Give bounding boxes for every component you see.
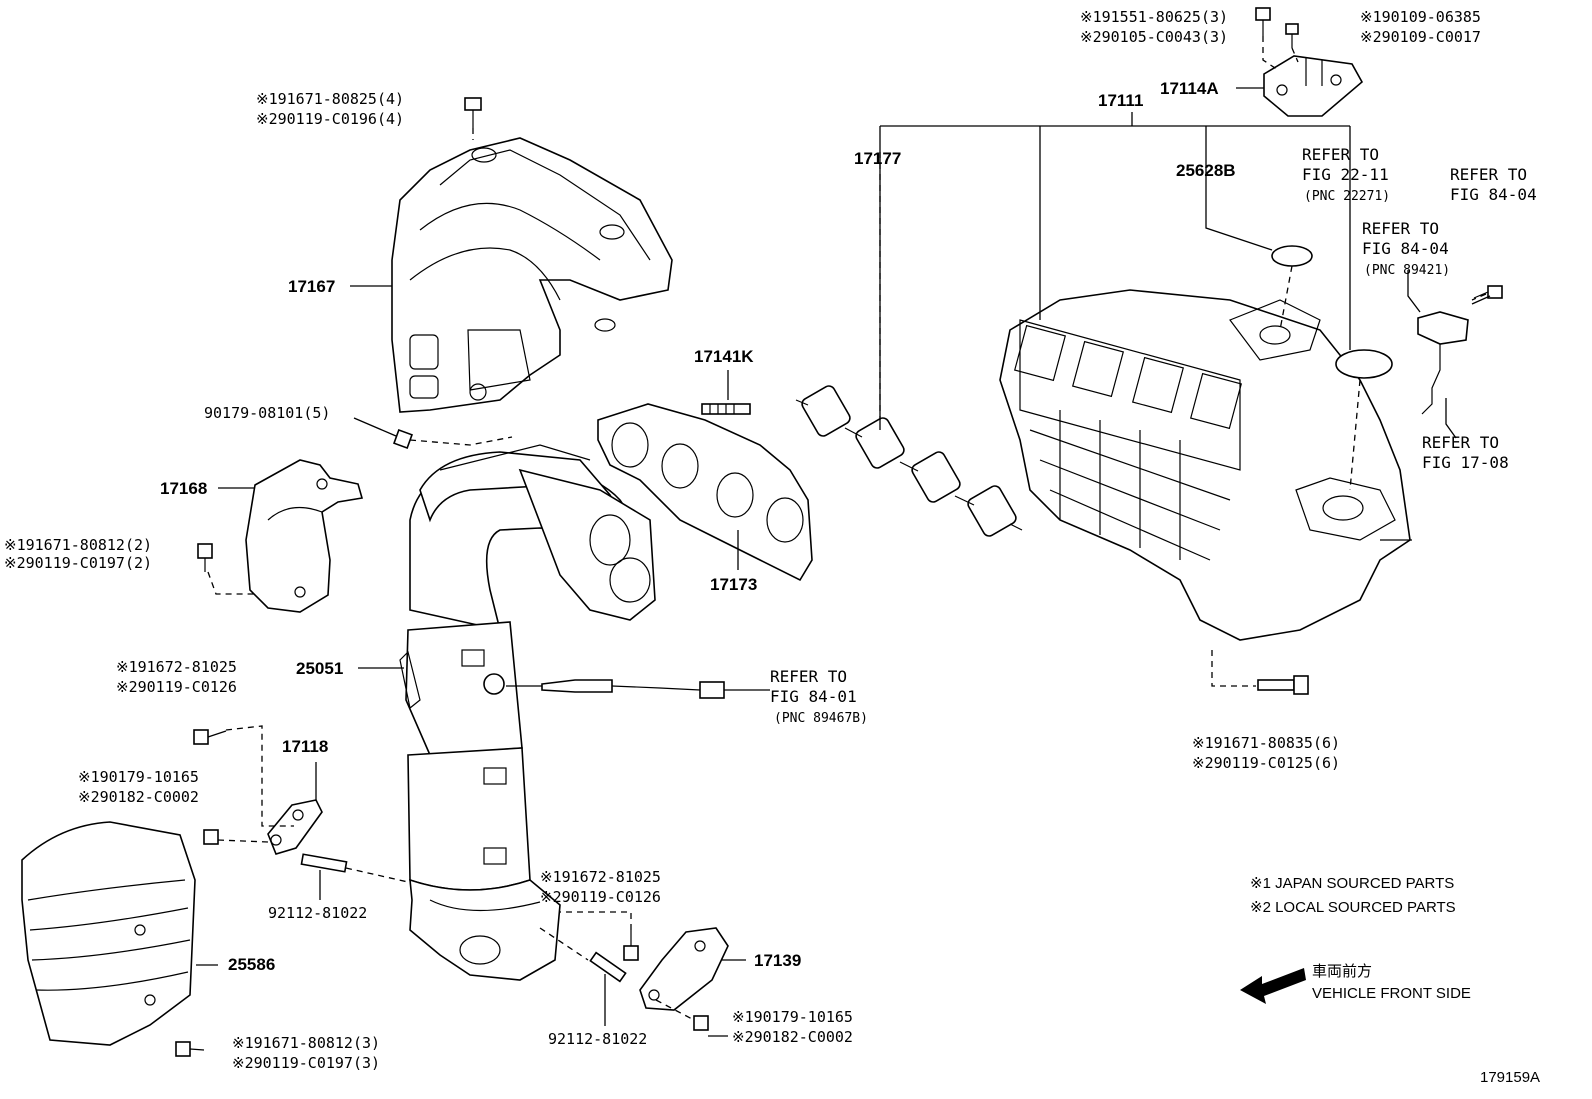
fastener-label: ※191551-80625(3) bbox=[1080, 8, 1228, 26]
fastener-label: ※290119-C0197(2) bbox=[4, 554, 152, 572]
part-number-17168: 17168 bbox=[160, 479, 207, 498]
refer-to-label: REFER TO bbox=[1450, 165, 1527, 184]
fastener-label: ※290182-C0002 bbox=[732, 1028, 853, 1046]
figure-id: 179159A bbox=[1480, 1069, 1540, 1086]
part-number-17167: 17167 bbox=[288, 277, 335, 296]
stud-92112-81022[interactable] bbox=[589, 951, 627, 983]
stud-92112-81022[interactable] bbox=[300, 853, 348, 873]
refer-to-label: FIG 17-08 bbox=[1422, 453, 1509, 472]
fastener-label: ※290119-C0196(4) bbox=[256, 110, 404, 128]
part-number-25628b: 25628B bbox=[1176, 161, 1236, 180]
part-number-25586: 25586 bbox=[228, 955, 275, 974]
part-number-17118: 17118 bbox=[282, 737, 328, 756]
fastener-label: ※191672-81025 bbox=[540, 868, 661, 886]
fastener-label: ※290119-C0197(3) bbox=[232, 1054, 380, 1072]
refer-to-label: FIG 84-04 bbox=[1362, 239, 1449, 258]
fastener-label: ※191672-81025 bbox=[116, 658, 237, 676]
heat-insulator-17167[interactable] bbox=[391, 137, 673, 413]
fastener-label: ※290119-C0126 bbox=[116, 678, 237, 696]
heat-insulator-17168[interactable] bbox=[245, 459, 364, 613]
fastener-label: ※191671-80812(2) bbox=[4, 536, 152, 554]
fastener-label: ※290105-C0043(3) bbox=[1080, 28, 1228, 46]
fastener-label: ※191671-80835(6) bbox=[1192, 734, 1340, 752]
refer-to-label: (PNC 22271) bbox=[1304, 189, 1390, 204]
fastener-label: ※190109-06385 bbox=[1360, 8, 1481, 26]
vehicle-front-label-jp: 車両前方 bbox=[1312, 963, 1372, 980]
part-number-17111: 17111 bbox=[1098, 91, 1143, 110]
bolt-icon[interactable] bbox=[1255, 7, 1271, 36]
fastener-label: ※290119-C0125(6) bbox=[1192, 754, 1340, 772]
fastener-label: 92112-81022 bbox=[268, 904, 367, 922]
refer-to-label: REFER TO bbox=[1362, 219, 1439, 238]
bracket-17118[interactable] bbox=[267, 799, 323, 855]
bolt-icon[interactable] bbox=[1257, 675, 1309, 695]
plate-17114a[interactable] bbox=[1263, 55, 1364, 117]
bolt-icon[interactable] bbox=[1473, 285, 1503, 299]
gasket-ring[interactable] bbox=[1335, 349, 1393, 379]
bolt-icon[interactable] bbox=[693, 1015, 709, 1031]
part-number-17173: 17173 bbox=[710, 575, 757, 594]
bolt-icon[interactable] bbox=[623, 930, 639, 961]
fastener-label: ※190179-10165 bbox=[78, 768, 199, 786]
refer-to-label: REFER TO bbox=[1302, 145, 1379, 164]
refer-to-label: FIG 84-04 bbox=[1450, 185, 1537, 204]
fastener-label: ※290109-C0017 bbox=[1360, 28, 1481, 46]
gasket-17173[interactable] bbox=[597, 403, 813, 582]
fastener-label: 90179-08101(5) bbox=[204, 404, 330, 422]
refer-to-label: REFER TO bbox=[1422, 433, 1499, 452]
vehicle-front-arrow-icon bbox=[1240, 968, 1306, 1004]
part-number-25051: 25051 bbox=[296, 659, 343, 678]
bolt-icon[interactable] bbox=[203, 829, 219, 845]
heat-insulator-25586[interactable] bbox=[21, 821, 196, 1046]
sensor-89421[interactable] bbox=[1417, 311, 1469, 415]
refer-to-label: (PNC 89421) bbox=[1364, 263, 1450, 278]
bolt-icon[interactable] bbox=[175, 1041, 205, 1057]
refer-to-label: (PNC 89467B) bbox=[774, 711, 868, 726]
bolt-icon[interactable] bbox=[193, 729, 227, 745]
bolt-icon[interactable] bbox=[464, 97, 482, 128]
fastener-label: ※290119-C0126 bbox=[540, 888, 661, 906]
fastener-label: ※191671-80825(4) bbox=[256, 90, 404, 108]
bolt-icon[interactable] bbox=[393, 429, 413, 449]
fastener-label: 92112-81022 bbox=[548, 1030, 647, 1048]
refer-to-label: REFER TO bbox=[770, 667, 847, 686]
intake-gasket-17177[interactable] bbox=[795, 384, 1023, 538]
part-number-17139: 17139 bbox=[754, 951, 801, 970]
o-ring-25628b[interactable] bbox=[1271, 245, 1313, 267]
part-number-17114a: 17114A bbox=[1160, 79, 1219, 98]
fastener-label: ※190179-10165 bbox=[732, 1008, 853, 1026]
part-number-17141k: 17141K bbox=[694, 347, 754, 366]
stud-17141k[interactable] bbox=[701, 403, 751, 415]
fastener-label: ※191671-80812(3) bbox=[232, 1034, 380, 1052]
bracket-17139[interactable] bbox=[639, 927, 729, 1011]
legend-local-sourced: ※2 LOCAL SOURCED PARTS bbox=[1250, 899, 1456, 916]
bolt-icon[interactable] bbox=[197, 543, 213, 572]
exhaust-manifold-25051[interactable] bbox=[399, 444, 656, 981]
oxygen-sensor[interactable] bbox=[541, 679, 725, 699]
part-number-17177: 17177 bbox=[854, 149, 901, 168]
vehicle-front-label-en: VEHICLE FRONT SIDE bbox=[1312, 985, 1471, 1002]
bolt-icon[interactable] bbox=[1285, 23, 1299, 48]
legend-japan-sourced: ※1 JAPAN SOURCED PARTS bbox=[1250, 875, 1454, 892]
fastener-label: ※290182-C0002 bbox=[78, 788, 199, 806]
refer-to-label: FIG 22-11 bbox=[1302, 165, 1389, 184]
refer-to-label: FIG 84-01 bbox=[770, 687, 857, 706]
intake-manifold-17111[interactable] bbox=[999, 289, 1412, 641]
